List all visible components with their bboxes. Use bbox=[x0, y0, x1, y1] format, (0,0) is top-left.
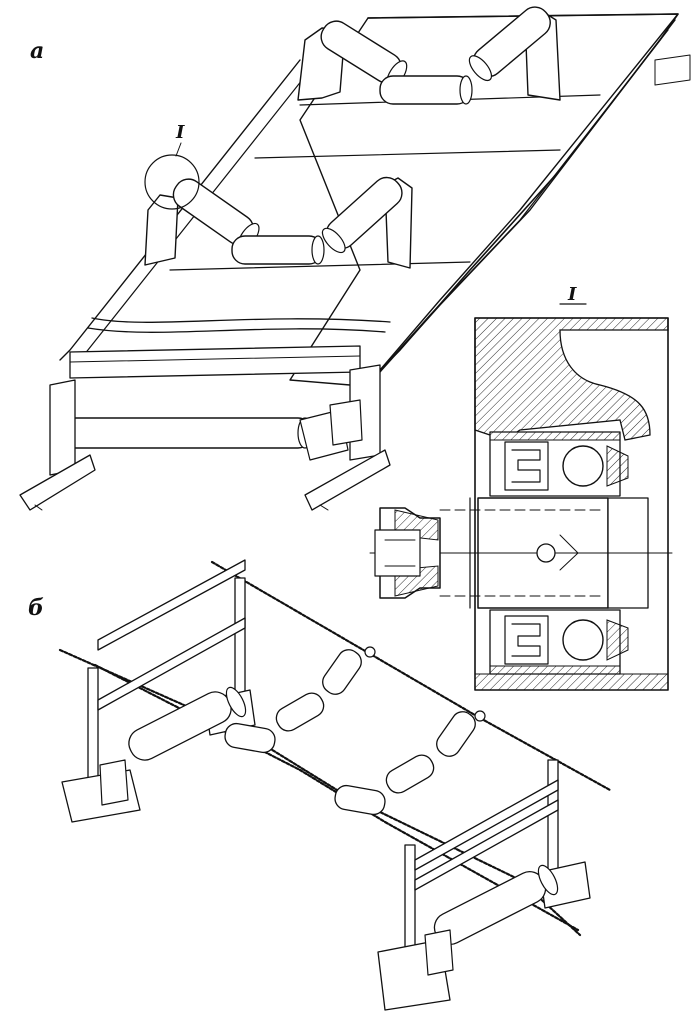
hanging-idler-upper bbox=[224, 646, 376, 754]
label-fig-b: б bbox=[28, 595, 44, 621]
right-stand bbox=[377, 759, 591, 1011]
base-channels bbox=[19, 449, 391, 511]
figure-b: б bbox=[28, 559, 612, 1011]
left-stand bbox=[61, 559, 256, 823]
detail-title: I bbox=[567, 284, 577, 305]
troughing-idler-upper-2: I bbox=[144, 122, 413, 269]
detail-marker-label: I bbox=[175, 122, 185, 143]
belt-surface bbox=[69, 94, 601, 379]
frame-rails bbox=[59, 13, 691, 386]
return-idler-lower bbox=[49, 364, 381, 476]
detail-marker-circle bbox=[144, 154, 200, 210]
troughing-idler-upper-1 bbox=[297, 6, 561, 105]
hanging-idler-lower bbox=[334, 710, 486, 816]
figure-a: а bbox=[19, 6, 691, 511]
detail-i: I bbox=[369, 284, 673, 691]
label-fig-a: а bbox=[30, 38, 44, 64]
